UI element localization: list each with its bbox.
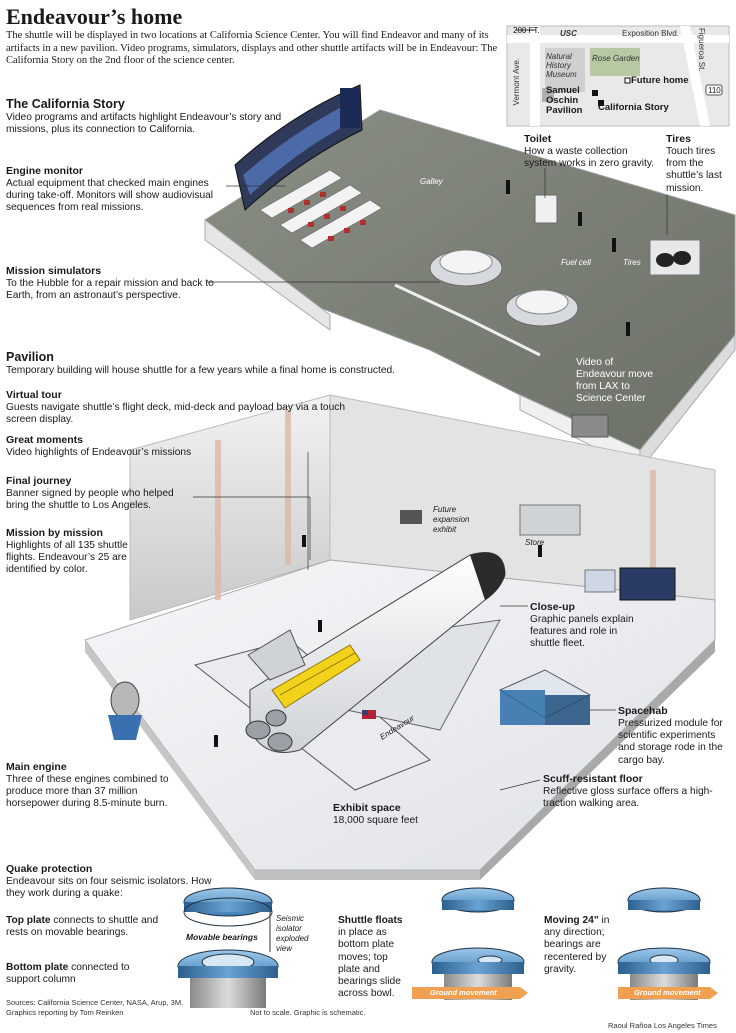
shuttle-floats-heading: Shuttle floats	[338, 915, 403, 926]
movable-bearings-label: Movable bearings	[186, 932, 258, 942]
closeup-text: Graphic panels explain features and role…	[530, 614, 634, 650]
floor-heading: Scuff-resistant floor	[543, 773, 643, 785]
map-street-top: Exposition Blvd.	[622, 29, 679, 38]
closeup-label: Close-up Graphic panels explain features…	[530, 601, 650, 651]
shuttle-floats-text: in place as bottom plate moves; top plat…	[338, 927, 401, 1000]
map-street-right: Figueroa St.	[697, 28, 706, 72]
moving-text: in any direction; bearings are recentere…	[544, 915, 610, 975]
mission-simulators-heading: Mission simulators	[6, 265, 102, 277]
closeup-heading: Close-up	[530, 601, 575, 613]
tires-heading: Tires	[666, 133, 691, 145]
map-scale: 200 FT.	[513, 26, 540, 35]
top-plate-label: Top plate connects to shuttle and rests …	[6, 915, 176, 939]
page-title: Endeavour’s home	[6, 4, 183, 29]
toilet-label: Toilet How a waste collection system wor…	[524, 133, 659, 170]
toilet-text: How a waste collection system works in z…	[524, 146, 655, 170]
exhibit-space-text: 18,000 square feet	[333, 815, 418, 826]
isolator-floats	[412, 887, 528, 1000]
shuttle-endeavour	[193, 552, 506, 791]
bottom-plate-label: Bottom plate connected to support column	[6, 962, 166, 986]
final-journey-text: Banner signed by people who helped bring…	[6, 488, 174, 512]
mission-simulators-text: To the Hubble for a repair mission and b…	[6, 278, 214, 302]
video-move-label: Video of Endeavour move from LAX to Scie…	[576, 357, 654, 404]
floor-label: Scuff-resistant floor Reflective gloss s…	[543, 773, 713, 810]
toilet-heading: Toilet	[524, 133, 552, 145]
main-engine-label: Main engine Three of these engines combi…	[6, 761, 181, 811]
store-label: Store	[525, 538, 545, 547]
engine-monitor-text: Actual equipment that checked main engin…	[6, 178, 214, 214]
engine-monitor-heading: Engine monitor	[6, 165, 83, 177]
engine-monitor-label: Engine monitor Actual equipment that che…	[6, 165, 226, 215]
exploded-view-label: Seismic isolator exploded view	[276, 914, 309, 953]
spacehab-text: Pressurized module for scientific experi…	[618, 718, 723, 766]
intro-text: The shuttle will be displayed in two loc…	[6, 30, 498, 67]
spacehab-label: Spacehab Pressurized module for scientif…	[618, 705, 734, 767]
floor-text: Reflective gloss surface offers a high-t…	[543, 786, 713, 810]
california-story-room	[204, 84, 736, 472]
map-california-story: California Story	[598, 102, 669, 113]
map-oschin: Samuel Oschin Pavilion	[546, 85, 583, 116]
mission-simulators-label: Mission simulators To the Hubble for a r…	[6, 265, 216, 302]
fuel-cell-label: Fuel cell	[561, 258, 591, 267]
map-street-left: Vermont Ave.	[512, 58, 521, 106]
top-plate-heading: Top plate	[6, 915, 51, 926]
mission-by-mission-heading: Mission by mission	[6, 527, 103, 539]
map-rose-garden: Rose Garden	[592, 54, 640, 63]
isolator-exploded	[177, 887, 279, 1008]
great-moments-label: Great moments Video highlights of Endeav…	[6, 434, 206, 459]
reporting-credit: Graphics reporting by Tom Reinken	[6, 1008, 124, 1017]
isolator-moving	[617, 887, 718, 1000]
exhibit-space-heading: Exhibit space	[333, 802, 401, 814]
top-plate-text: connects to shuttle and rests on movable…	[6, 915, 159, 939]
pavilion-text: Temporary building will house shuttle fo…	[6, 365, 396, 376]
california-story-text: Video programs and artifacts highlight E…	[6, 112, 282, 136]
tires-scene-label: Tires	[623, 258, 641, 267]
california-story-heading: The California Story	[6, 97, 125, 111]
leader-lines	[193, 168, 668, 791]
schematic-note: Not to scale. Graphic is schematic.	[250, 1008, 366, 1017]
main-engine-heading: Main engine	[6, 761, 67, 773]
future-expansion-label: Future expansion exhibit	[433, 505, 470, 534]
quake-text: Endeavour sits on four seismic isolators…	[6, 876, 212, 900]
map-museum: Natural History Museum	[546, 52, 577, 79]
mission-by-mission-label: Mission by mission Highlights of all 135…	[6, 527, 156, 577]
shuttle-floats-label: Shuttle floats in place as bottom plate …	[338, 915, 410, 1000]
pavilion-heading: Pavilion	[6, 350, 54, 364]
moving-heading: Moving 24"	[544, 915, 599, 926]
virtual-tour-text: Guests navigate shuttle’s flight deck, m…	[6, 402, 346, 426]
tires-label: Tires Touch tires from the shuttle’s las…	[666, 133, 734, 195]
california-story-label: The California Story Video programs and …	[6, 97, 306, 136]
pavilion-label: Pavilion Temporary building will house s…	[6, 350, 406, 377]
moving-label: Moving 24" in any direction; bearings ar…	[544, 915, 614, 976]
artist-credit: Raoul Rañoa Los Angeles Times	[608, 1021, 717, 1030]
ground-movement-label-2: Ground movement	[634, 988, 701, 997]
tires-text: Touch tires from the shuttle’s last miss…	[666, 146, 722, 194]
exhibit-space-label: Exhibit space 18,000 square feet	[333, 802, 453, 827]
mission-by-mission-text: Highlights of all 135 shuttle flights. E…	[6, 540, 128, 576]
ground-movement-label-1: Ground movement	[430, 988, 497, 997]
great-moments-text: Video highlights of Endeavour’s missions	[6, 447, 192, 458]
great-moments-heading: Great moments	[6, 434, 84, 446]
final-journey-label: Final journey Banner signed by people wh…	[6, 475, 196, 512]
map-future-home: Future home	[631, 75, 689, 86]
quake-label: Quake protection Endeavour sits on four …	[6, 863, 216, 900]
quake-heading: Quake protection	[6, 863, 93, 875]
locator-map	[506, 25, 730, 127]
virtual-tour-heading: Virtual tour	[6, 389, 62, 401]
bottom-plate-text: connected to support column	[6, 962, 130, 986]
galley-label: Galley	[420, 177, 443, 186]
spacehab-heading: Spacehab	[618, 705, 668, 717]
map-usc: USC	[560, 29, 577, 38]
final-journey-heading: Final journey	[6, 475, 72, 487]
sources: Sources: California Science Center, NASA…	[6, 998, 184, 1007]
main-engine-text: Three of these engines combined to produ…	[6, 774, 169, 810]
map-freeway: 110	[708, 86, 721, 95]
virtual-tour-label: Virtual tour Guests navigate shuttle’s f…	[6, 389, 351, 426]
bottom-plate-heading: Bottom plate	[6, 962, 69, 973]
